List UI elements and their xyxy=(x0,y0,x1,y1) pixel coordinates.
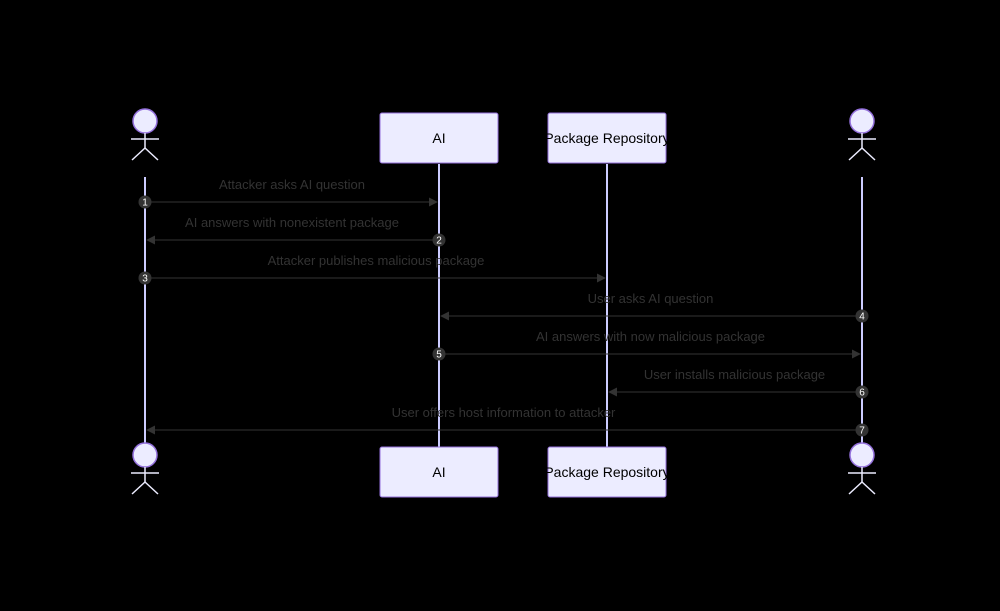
participants-bottom: AI Package Repository xyxy=(131,442,876,498)
message-6-number: 6 xyxy=(859,388,865,399)
message-4-label: User asks AI question xyxy=(588,291,714,306)
message-7-label: User offers host information to attacker xyxy=(392,405,616,420)
message-6: 6 User installs malicious package xyxy=(608,367,869,399)
message-2-number: 2 xyxy=(436,236,442,247)
message-6-badge xyxy=(855,385,869,399)
message-7: 7 User offers host information to attacke… xyxy=(146,405,869,437)
message-7-badge xyxy=(855,423,869,437)
participant-repo-top-label: Package Repository xyxy=(544,130,669,146)
actor-user-top-icon xyxy=(848,108,876,161)
message-4: 4 User asks AI question xyxy=(440,291,869,323)
message-5-number: 5 xyxy=(436,350,442,361)
message-1-number: 1 xyxy=(142,198,148,209)
message-1-label: Attacker asks AI question xyxy=(219,177,365,192)
message-1: 1 Attacker asks AI question xyxy=(138,177,438,209)
message-7-number: 7 xyxy=(859,426,865,437)
participant-ai-bottom-box xyxy=(379,446,499,498)
message-5: 5 AI answers with now malicious package xyxy=(432,329,861,361)
participant-ai-top-box xyxy=(379,112,499,164)
message-4-number: 4 xyxy=(859,312,865,323)
participant-ai-bottom-label: AI xyxy=(432,464,445,480)
actor-attacker-top-icon xyxy=(131,108,159,161)
message-2: 2 AI answers with nonexistent package xyxy=(146,215,446,247)
participant-repo-bottom-box xyxy=(547,446,667,498)
actor-attacker-bottom-icon xyxy=(131,442,159,495)
message-2-label: AI answers with nonexistent package xyxy=(185,215,399,230)
message-5-badge xyxy=(432,347,446,361)
message-1-badge xyxy=(138,195,152,209)
participant-repo-top-box xyxy=(547,112,667,164)
message-4-badge xyxy=(855,309,869,323)
message-6-label: User installs malicious package xyxy=(644,367,825,382)
messages: 1 Attacker asks AI question 2 AI answers wi… xyxy=(138,177,869,437)
actor-user-bottom-icon xyxy=(848,442,876,495)
message-5-label: AI answers with now malicious package xyxy=(536,329,765,344)
participants-top: AI Package Repository xyxy=(131,108,876,164)
message-3-badge xyxy=(138,271,152,285)
message-3-label: Attacker publishes malicious package xyxy=(268,253,485,268)
message-2-badge xyxy=(432,233,446,247)
message-3: 3 Attacker publishes malicious package xyxy=(138,253,606,285)
message-3-number: 3 xyxy=(142,274,148,285)
participant-ai-top-label: AI xyxy=(432,130,445,146)
participant-repo-bottom-label: Package Repository xyxy=(544,464,669,480)
